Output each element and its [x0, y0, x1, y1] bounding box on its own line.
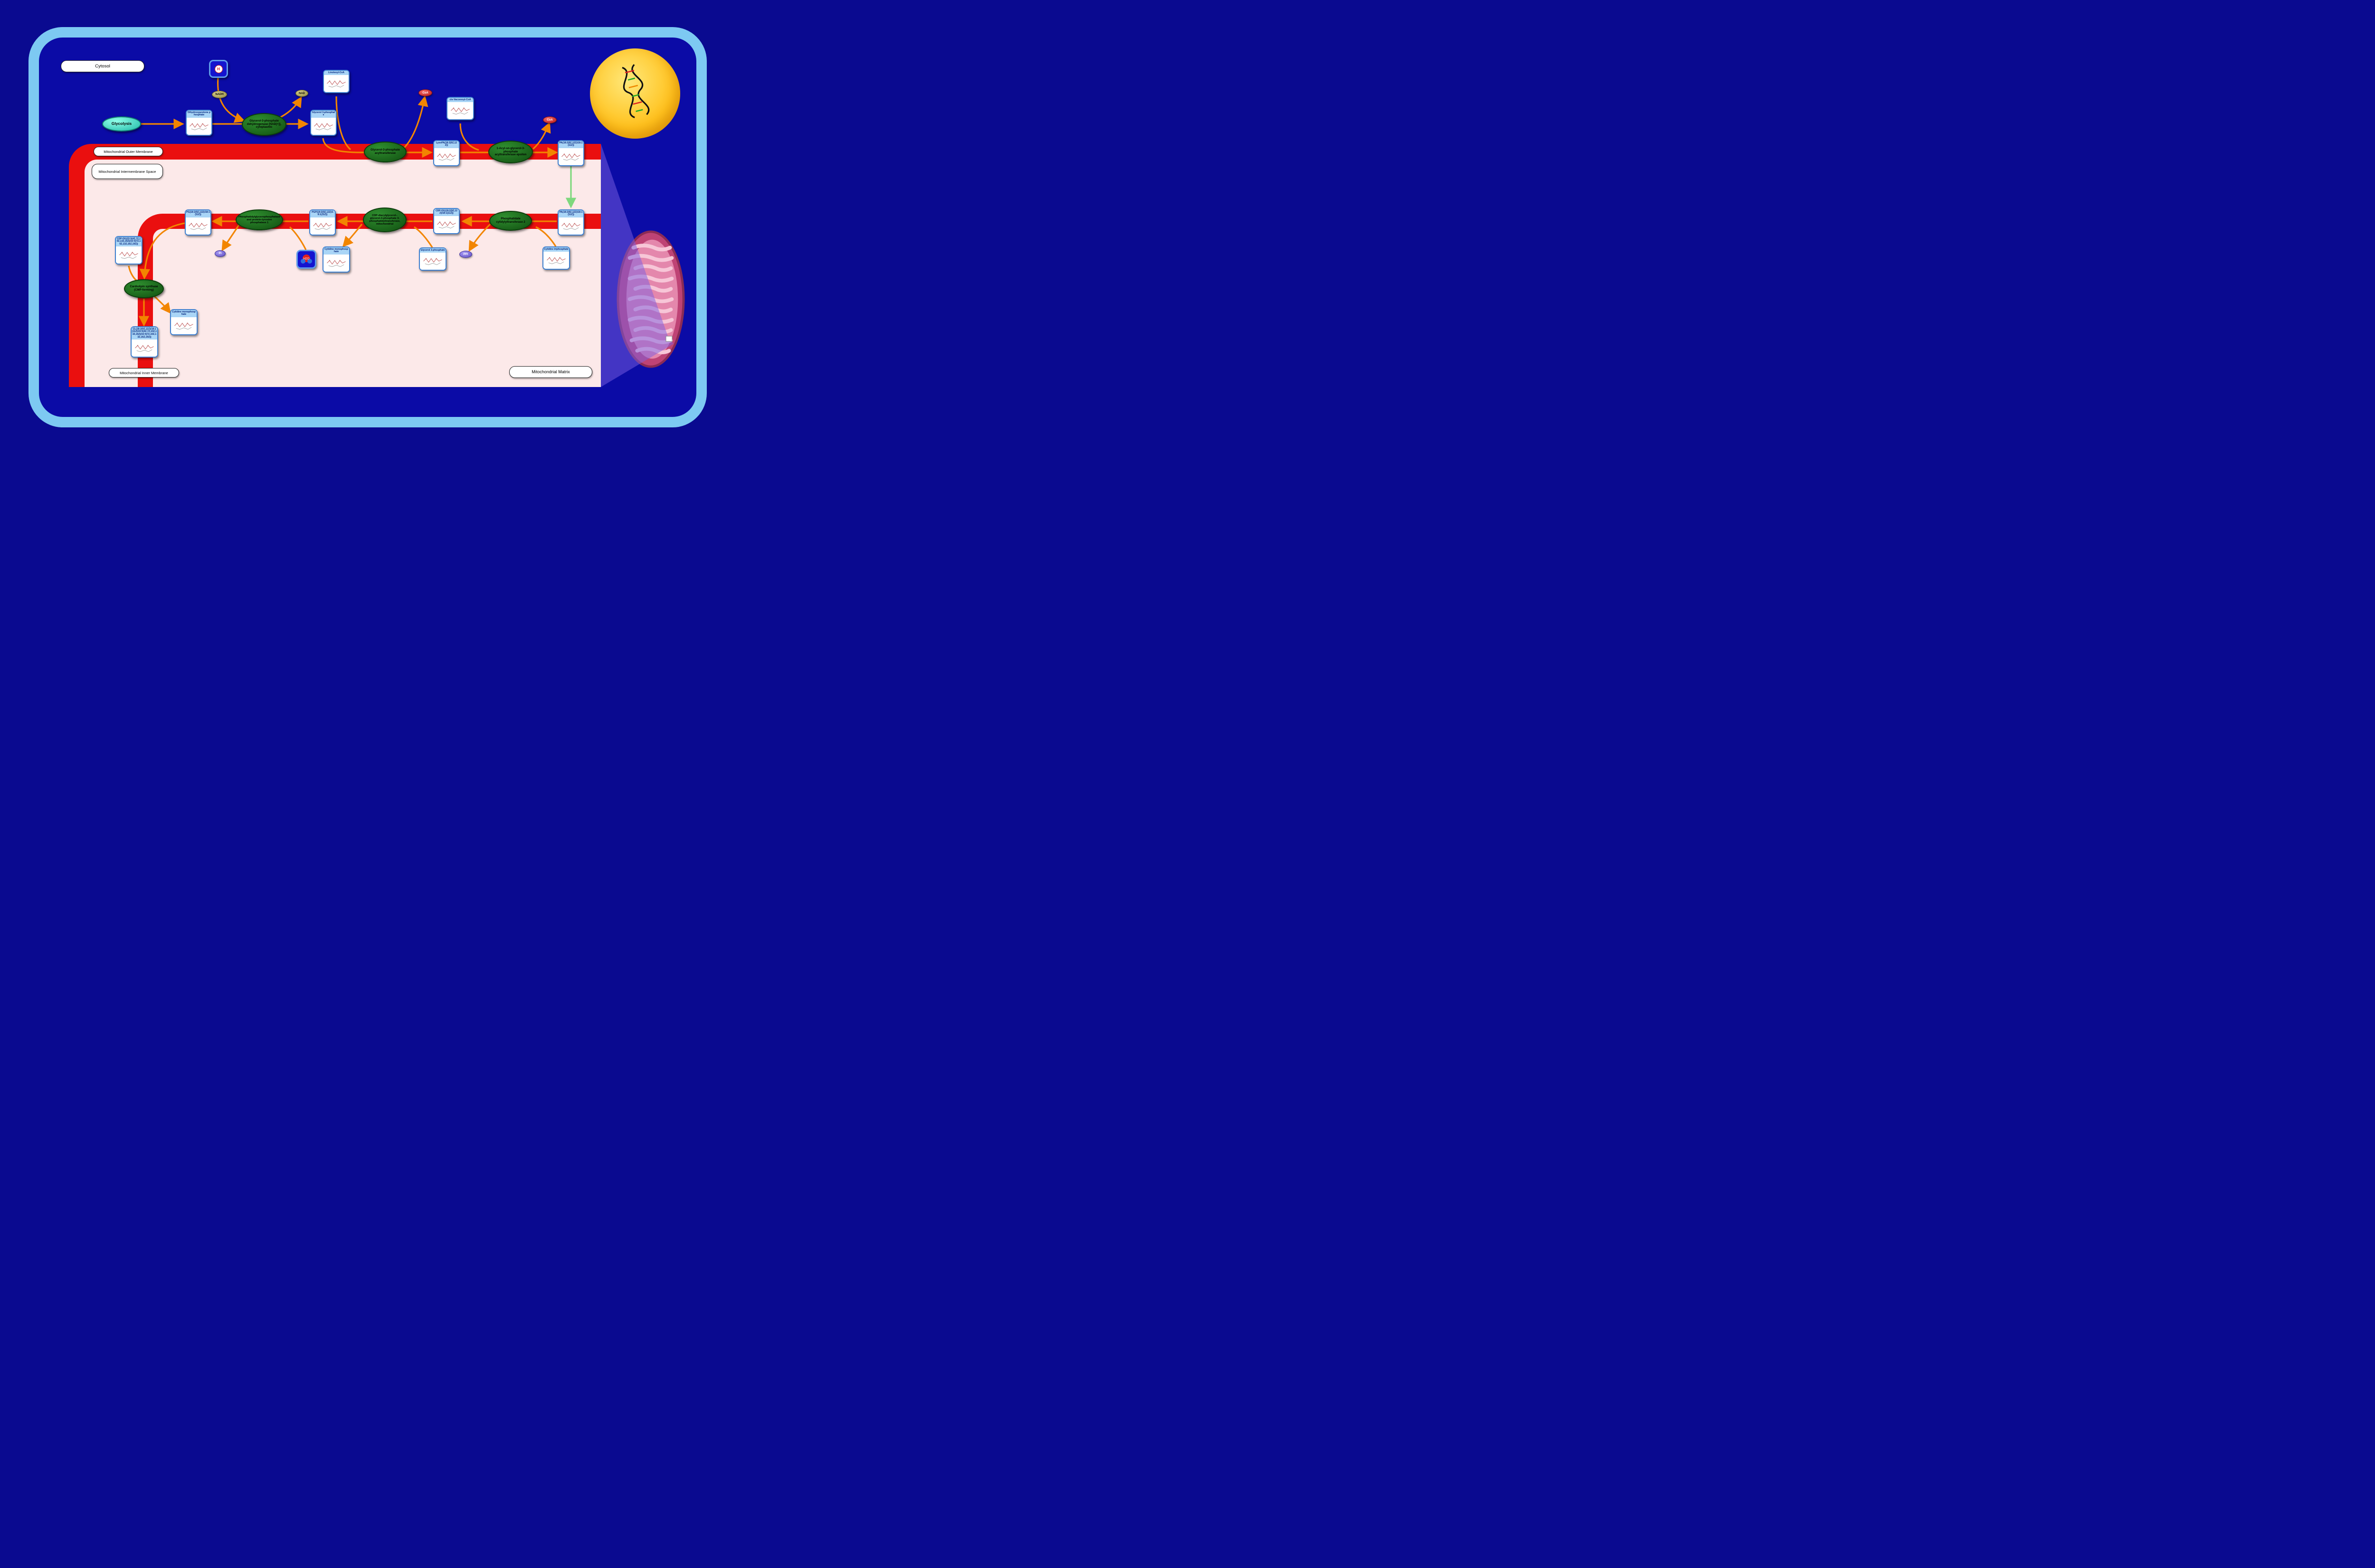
molecular-structure — [423, 257, 443, 265]
metabolite-name: PGP(18:2(9Z,12Z)/18:1(11Z)) — [310, 210, 335, 217]
mitochondrial-inner-membrane-band — [138, 214, 601, 387]
enzyme-label: Glycerol-3-phosphate acyltransferase — [370, 149, 400, 155]
metabolite-name: PG(18:2(9Z,12Z)/18:1(11Z)) — [186, 210, 210, 217]
enzyme-cdp-dag-glycerol-3-phosphate-phosphatidyltransferase[interactable]: CDP-diacylglycerol--glycerol-3-phosphate… — [363, 208, 407, 232]
metabolite-name: cis-Vaccenoyl-CoA — [447, 98, 473, 102]
metabolite-name: CDP-DG(18:2(9Z,12Z)/18:1(11Z)) — [434, 209, 459, 216]
metabolite-name: Glycerol 3-phosphate — [311, 111, 336, 118]
intermembrane-space-label-text: Mitochondrial Intermembrane Space — [98, 169, 156, 174]
molecular-structure — [561, 153, 581, 161]
cofactor-ppi[interactable]: PPi — [459, 251, 472, 258]
cofactor-label: CoA — [547, 118, 553, 122]
water-icon[interactable]: H2O — [296, 250, 316, 269]
metabolite-name: CL(18:2(9Z,12Z)/18:1(11Z)/22:5(4Z,7Z,10Z… — [132, 327, 157, 340]
cofactor-pi[interactable]: Pi — [215, 250, 226, 257]
inner-membrane-label: Mitochondrial Inner Membrane — [109, 368, 179, 378]
nucleus — [590, 48, 680, 139]
molecular-structure — [437, 221, 456, 228]
enzyme-label: Phosphatidate cytidylyltransferase 2 — [496, 217, 525, 224]
enzyme-label: CDP-diacylglycerol--glycerol-3-phosphate… — [369, 214, 400, 226]
cofactor-coa-2[interactable]: CoA — [543, 116, 557, 123]
matrix-label-text: Mitochondrial Matrix — [532, 369, 570, 375]
proton-icon[interactable]: H — [209, 60, 228, 78]
metabolite-pg[interactable]: PG(18:2(9Z,12Z)/18:1(11Z)) — [185, 209, 211, 236]
metabolite-cytidine-monophosphate-2[interactable]: Cytidine monophosphate — [170, 309, 198, 335]
molecular-structure — [188, 222, 208, 230]
cytosol-label: Cytosol — [61, 60, 144, 72]
molecular-structure — [134, 344, 154, 352]
enzyme-cardiolipin-synthase[interactable]: Cardiolipin synthase (CMP-forming) — [124, 279, 164, 298]
dna-icon — [622, 64, 650, 118]
enzyme-glycerol-3-phosphate-dehydrogenase[interactable]: Glycerol-3-phosphate dehydrogenase [NAD(… — [242, 113, 286, 136]
intermembrane-space-label: Mitochondrial Intermembrane Space — [92, 164, 163, 179]
molecular-structure — [450, 107, 470, 114]
cofactor-nad[interactable]: NAD — [295, 90, 308, 97]
metabolite-name: Linoleoyl-CoA — [324, 71, 349, 75]
metabolite-name: PA(18:2(9Z,12Z)/18:1(11Z)) — [559, 210, 583, 217]
metabolite-cdp-dg[interactable]: CDP-DG(18:2(9Z,12Z)/18:1(11Z)) — [433, 208, 460, 234]
metabolite-glycerol-3-phosphate-matrix[interactable]: Glycerol 3-phosphate — [419, 247, 446, 271]
metabolite-name: Cytidine monophosphate — [171, 310, 197, 317]
molecular-structure — [326, 80, 346, 87]
metabolite-name: LysoPA(18:2(9Z,12Z)) — [434, 141, 459, 148]
metabolite-dihydroxyacetone-phosphate[interactable]: Dihydroxyacetone phosphate — [186, 110, 212, 136]
metabolite-pa-inner[interactable]: PA(18:2(9Z,12Z)/18:1(11Z)) — [558, 209, 584, 236]
metabolite-cytidine-triphosphate[interactable]: Cytidine triphosphate — [542, 246, 570, 270]
metabolite-name: Cytidine monophosphate — [323, 247, 349, 255]
outer-membrane-label-text: Mitochondrial Outer Membrane — [104, 149, 153, 154]
water-molecule: H2O — [301, 255, 312, 264]
enzyme-label: Glycerol-3-phosphate dehydrogenase [NAD(… — [247, 120, 282, 129]
molecular-structure — [314, 123, 333, 130]
metabolite-name: CDP-DG(22:5(4Z,7Z,10Z,13Z,16Z)/22:5(7Z,1… — [116, 237, 142, 247]
enzyme-label: 1-Acyl-sn-glycerol-3-phosphate acyltrans… — [494, 147, 527, 157]
cytosol-label-text: Cytosol — [95, 63, 110, 69]
glycolysis-node[interactable]: Glycolysis — [102, 116, 141, 132]
metabolite-lysopa[interactable]: LysoPA(18:2(9Z,12Z)) — [433, 140, 460, 166]
metabolite-pgp[interactable]: PGP(18:2(9Z,12Z)/18:1(11Z)) — [309, 209, 336, 236]
mitochondrion-illustration — [617, 230, 685, 368]
svg-text:H2O: H2O — [304, 258, 310, 261]
mitochondrion-region — [69, 144, 601, 387]
enzyme-1-acyl-sn-glycerol-3-phosphate-acyltransferase[interactable]: 1-Acyl-sn-glycerol-3-phosphate acyltrans… — [488, 141, 533, 163]
enzyme-label: Phosphatidylglycerophosphatase and prote… — [238, 215, 281, 225]
molecular-structure — [313, 222, 332, 230]
metabolite-cis-vaccenoyl-coa[interactable]: cis-Vaccenoyl-CoA — [446, 97, 474, 120]
metabolite-cytidine-monophosphate-1[interactable]: Cytidine monophosphate — [323, 246, 350, 273]
inner-membrane-label-text: Mitochondrial Inner Membrane — [120, 370, 168, 375]
enzyme-phosphatidate-cytidylyltransferase[interactable]: Phosphatidate cytidylyltransferase 2 — [489, 211, 532, 231]
metabolite-name: Glycerol 3-phosphate — [420, 248, 446, 253]
molecular-structure — [189, 123, 209, 130]
molecular-structure — [437, 153, 456, 161]
pathway-canvas: Cytosol Mitochondrial Outer Membrane Mit… — [0, 0, 734, 449]
enzyme-label: Cardiolipin synthase (CMP-forming) — [130, 285, 158, 292]
cofactor-coa-1[interactable]: CoA — [418, 89, 432, 96]
proton-symbol: H — [214, 65, 223, 73]
glycolysis-label: Glycolysis — [111, 121, 132, 126]
outer-membrane-label: Mitochondrial Outer Membrane — [94, 147, 163, 156]
cofactor-label: Pi — [218, 252, 222, 255]
enzyme-glycerol-3-phosphate-acyltransferase[interactable]: Glycerol-3-phosphate acyltransferase — [364, 142, 407, 162]
matrix-label: Mitochondrial Matrix — [509, 366, 592, 378]
metabolite-cardiolipin[interactable]: CL(18:2(9Z,12Z)/18:1(11Z)/22:5(4Z,7Z,10Z… — [131, 326, 158, 358]
cofactor-label: PPi — [463, 253, 468, 256]
cofactor-label: NADH — [215, 93, 224, 96]
metabolite-cdp-dg-22-5[interactable]: CDP-DG(22:5(4Z,7Z,10Z,13Z,16Z)/22:5(7Z,1… — [115, 236, 142, 265]
molecular-structure — [119, 252, 139, 259]
metabolite-pa-outer[interactable]: PA(18:2(9Z,12Z)/18:1(11Z)) — [558, 140, 584, 166]
cofactor-label: CoA — [422, 91, 428, 94]
cofactor-label: NAD — [299, 92, 305, 95]
metabolite-linoleoyl-coa[interactable]: Linoleoyl-CoA — [323, 70, 350, 93]
metabolite-name: PA(18:2(9Z,12Z)/18:1(11Z)) — [559, 141, 583, 148]
molecular-structure — [174, 322, 194, 330]
metabolite-name: Dihydroxyacetone phosphate — [187, 111, 211, 118]
molecular-structure — [561, 222, 581, 230]
enzyme-phosphatidylglycerophosphatase[interactable]: Phosphatidylglycerophosphatase and prote… — [236, 209, 283, 230]
cofactor-nadh[interactable]: NADH — [212, 91, 227, 98]
metabolite-name: Cytidine triphosphate — [543, 247, 569, 252]
molecular-structure — [326, 259, 346, 267]
molecular-structure — [546, 256, 566, 264]
metabolite-glycerol-3-phosphate-cytosol[interactable]: Glycerol 3-phosphate — [310, 110, 337, 136]
